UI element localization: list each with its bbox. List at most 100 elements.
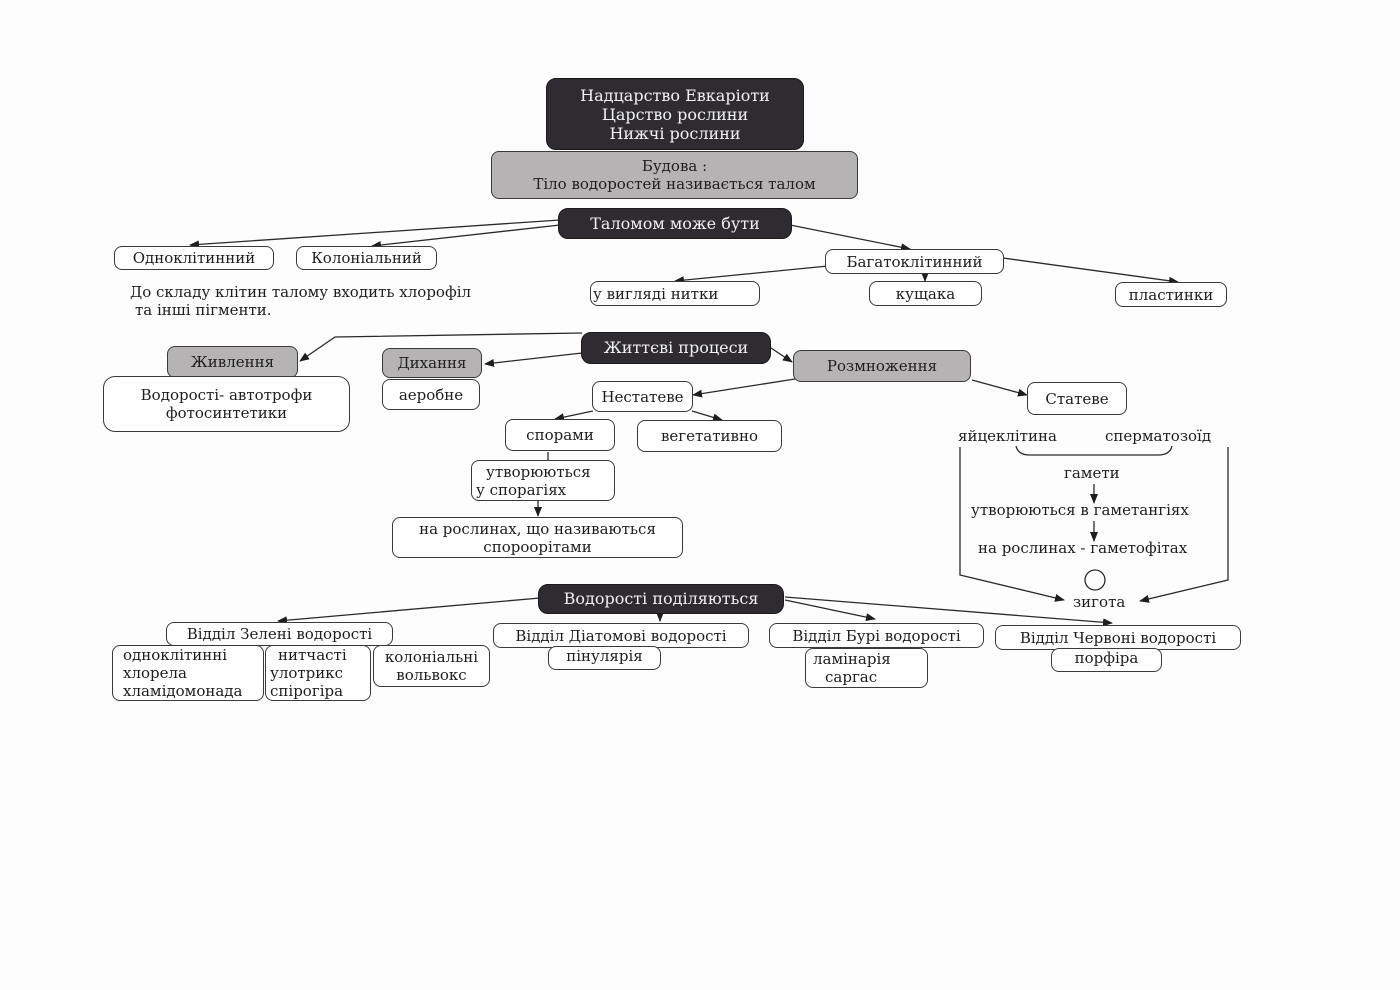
life-processes-label: Життєві процеси	[603, 338, 749, 357]
title-node: Надцарство Евкаріоти Царство рослини Ниж…	[546, 78, 804, 150]
gametes-text: гамети	[1064, 464, 1120, 482]
green-filamentous-node: нитчасті улотрикс спірогіра	[265, 645, 371, 701]
bush-label: кущака	[895, 284, 956, 303]
title-line-1: Надцарство Евкаріоти	[580, 85, 770, 105]
diatoms-example-label: пінулярія	[566, 647, 643, 665]
sexual-node: Статеве	[1027, 382, 1127, 415]
arrow-to-colonial	[371, 224, 561, 249]
arrow-to-red	[784, 596, 1113, 627]
nutrition-detail-line-1: Водорості- автотрофи	[140, 386, 313, 404]
red-division-node: Відділ Червоні водорості	[995, 625, 1241, 650]
vegetative-label: вегетативно	[660, 427, 759, 445]
asexual-node: Нестатеве	[592, 381, 693, 412]
nutrition-detail-node: Водорості- автотрофи фотосинтетики	[103, 376, 350, 432]
green-filamentous-line-2: улотрикс	[270, 664, 344, 682]
green-unicellular-line-1: одноклітинні	[123, 646, 228, 664]
green-unicellular-node: одноклітинні хлорела хламідомонада	[112, 645, 264, 701]
nutrition-label: Живлення	[190, 353, 275, 371]
red-example-label: порфіра	[1074, 649, 1139, 667]
zygote-text: зигота	[1073, 593, 1126, 611]
title-line-3: Нижчі рослини	[609, 123, 741, 143]
arrow-to-spores	[554, 410, 594, 422]
green-unicellular-line-3: хламідомонада	[123, 682, 243, 700]
reproduction-node: Розмноження	[793, 350, 971, 382]
sporophyte-line-1: на рослинах, що називаються	[419, 519, 656, 538]
red-example-node: порфіра	[1051, 648, 1162, 672]
reproduction-label: Розмноження	[826, 357, 938, 375]
title-line-2: Царство рослини	[601, 104, 749, 124]
green-filamentous-line-1: нитчасті	[278, 646, 347, 664]
arrow-to-sexual	[971, 379, 1028, 397]
respiration-detail-node: аеробне	[382, 379, 480, 410]
nutrition-detail-line-2: фотосинтетики	[165, 404, 288, 422]
green-colonial-line-2: вольвокс	[396, 666, 467, 684]
thallus-node: Таломом може бути	[558, 208, 792, 239]
gamete-brace	[1015, 445, 1173, 456]
arrow-to-vegetative	[691, 410, 723, 422]
arrow-to-plate	[1002, 257, 1179, 285]
spores-label: спорами	[526, 426, 594, 444]
green-division-node: Відділ Зелені водорості	[166, 622, 393, 646]
green-colonial-node: колоніальні вольвокс	[373, 645, 490, 687]
structure-text: Тіло водоростей називається талом	[533, 175, 816, 193]
filament-label: у вигляді нитки	[593, 284, 719, 303]
diatoms-example-node: пінулярія	[548, 646, 661, 670]
life-processes-node: Життєві процеси	[581, 332, 771, 364]
red-division-label: Відділ Червоні водорості	[1019, 628, 1217, 647]
arrow-egg-to-zygote	[959, 447, 1065, 602]
brown-division-label: Відділ Бурі водорості	[792, 626, 961, 645]
sexual-label: Статеве	[1045, 389, 1109, 408]
brown-example-node: ламінарія саргас	[805, 648, 928, 688]
spores-formed-line-1: утворюються	[486, 462, 591, 481]
green-filamentous-line-3: спірогіра	[270, 682, 344, 700]
arrow-to-brown	[784, 599, 876, 622]
brown-division-node: Відділ Бурі водорості	[769, 623, 984, 648]
spores-formed-node: утворюються у спорагіях	[471, 460, 615, 501]
colonial-label: Колоніальний	[311, 249, 422, 267]
divisions-node: Водорості поділяються	[538, 584, 784, 614]
structure-node: Будова : Тіло водоростей називається тал…	[491, 151, 858, 199]
plate-label: пластинки	[1128, 285, 1214, 304]
brown-example-line-2: саргас	[825, 668, 878, 686]
arrow-to-reproduction	[770, 347, 793, 363]
arrow-sperm-to-zygote	[1139, 447, 1229, 603]
green-colonial-line-1: колоніальні	[384, 648, 479, 666]
diatoms-division-node: Відділ Діатомові водорості	[493, 623, 749, 648]
green-unicellular-line-2: хлорела	[123, 664, 187, 682]
filament-node: у вигляді нитки	[590, 281, 760, 306]
respiration-detail-label: аеробне	[398, 385, 464, 404]
arrow-to-multicellular	[789, 224, 911, 252]
sporophyte-node: на рослинах, що називаються спороорітами	[392, 517, 683, 558]
spores-formed-line-2: у спорагіях	[476, 480, 567, 499]
arrow-to-green	[277, 597, 541, 625]
divisions-label: Водорості поділяються	[563, 589, 759, 608]
pigment-note: До складу клітин талому входить хлорофіл…	[130, 283, 471, 319]
arrow-to-asexual	[692, 378, 796, 398]
multicellular-label: Багатоклітинний	[846, 252, 983, 271]
zygote-circle	[1084, 569, 1106, 591]
vegetative-node: вегетативно	[637, 420, 782, 452]
brown-example-line-1: ламінарія	[813, 650, 891, 668]
sperm-text: сперматозоїд	[1105, 427, 1212, 445]
spores-node: спорами	[505, 419, 615, 451]
respiration-label: Дихання	[397, 354, 467, 372]
unicellular-label: Одноклітинний	[132, 249, 256, 267]
nutrition-node: Живлення	[167, 346, 298, 378]
sporophyte-line-2: спороорітами	[483, 537, 592, 556]
colonial-node: Колоніальний	[296, 246, 437, 270]
arrow-to-respiration	[484, 352, 583, 367]
arrow-to-unicellular	[189, 219, 561, 249]
green-division-label: Відділ Зелені водорості	[186, 625, 373, 643]
gametophytes-text: на рослинах - гаметофітах	[978, 539, 1188, 557]
plate-node: пластинки	[1115, 282, 1227, 307]
arrow-to-nutrition	[299, 332, 583, 362]
gametangia-text: утворюються в гаметангіях	[971, 501, 1189, 519]
respiration-node: Дихання	[382, 348, 482, 378]
multicellular-node: Багатоклітинний	[825, 249, 1004, 274]
asexual-label: Нестатеве	[601, 387, 684, 406]
arrow-to-filament	[674, 265, 829, 285]
diatoms-division-label: Відділ Діатомові водорості	[515, 626, 727, 645]
pigment-note-line-1: До складу клітин талому входить хлорофіл	[130, 283, 472, 301]
unicellular-node: Одноклітинний	[114, 246, 274, 270]
